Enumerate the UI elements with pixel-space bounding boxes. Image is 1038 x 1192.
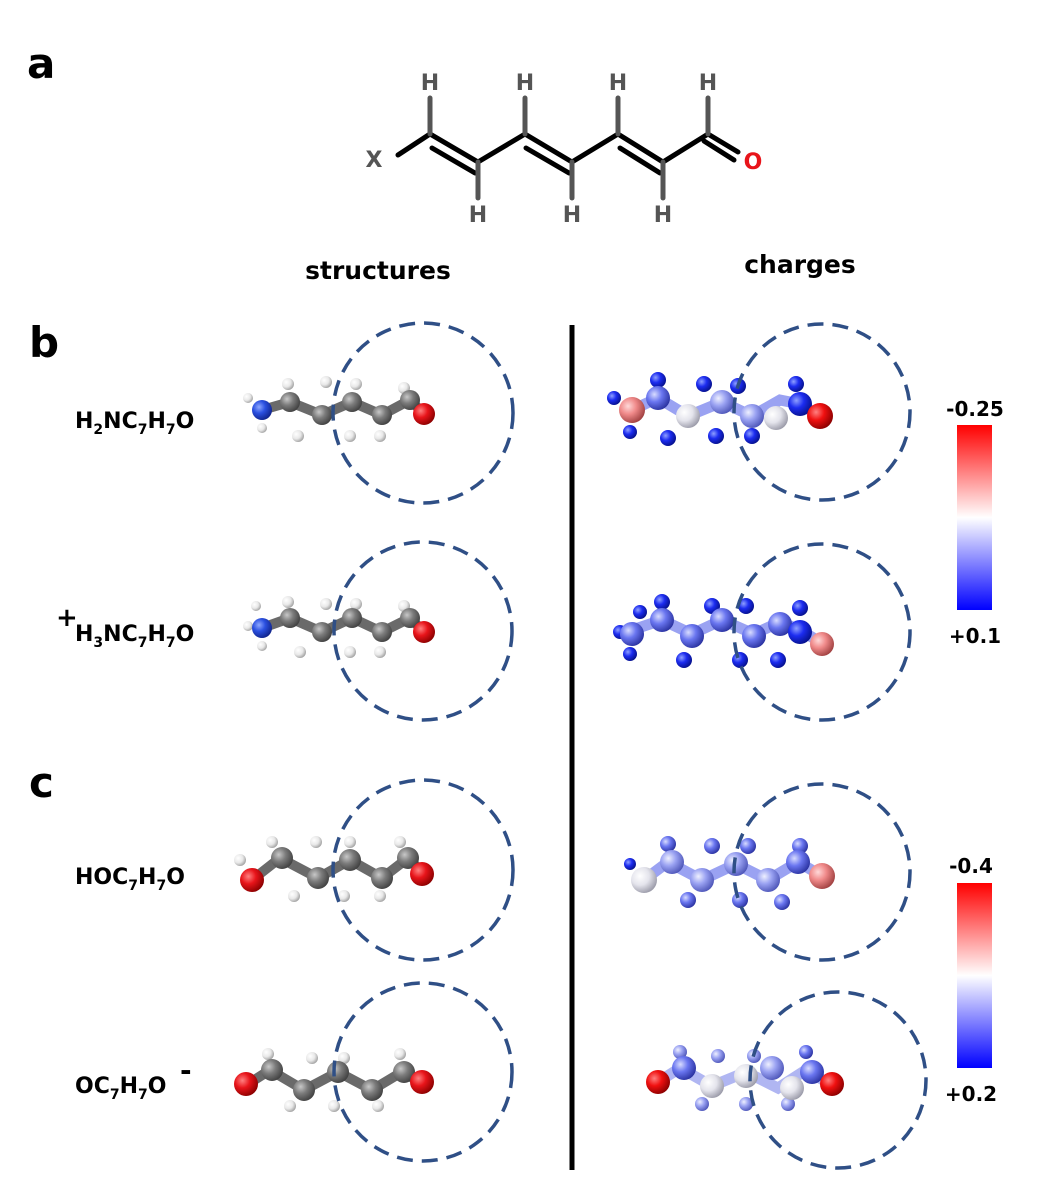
highlight-circle xyxy=(732,542,912,722)
molecule-charges-row3 xyxy=(624,836,835,910)
formula-text: O xyxy=(176,409,195,434)
formula-text: H xyxy=(147,409,165,434)
colorbar-b-top-label: -0.25 xyxy=(946,397,1004,421)
formula-text: H xyxy=(75,409,93,434)
formula-text: H xyxy=(147,622,165,647)
formula-subscript: 7 xyxy=(138,1087,148,1103)
formula-h2nc7h7o: H2NC7H7O xyxy=(75,409,194,438)
highlight-circle xyxy=(332,981,514,1163)
formula-hoc7h7o: HOC7H7O xyxy=(75,865,185,894)
highlight-circle xyxy=(332,540,514,722)
formula-subscript: 2 xyxy=(93,422,103,438)
hydrogen-label: H xyxy=(609,71,627,96)
formula-subscript: 7 xyxy=(138,635,148,651)
colorbar-b-bottom-label: +0.1 xyxy=(949,624,1001,648)
highlight-circle xyxy=(748,990,928,1170)
skeletal-structure: X H H H H H H H O xyxy=(366,71,763,228)
molecule-charges-row1 xyxy=(607,372,833,446)
hydrogen-label: H xyxy=(516,71,534,96)
molecule-structure-row4 xyxy=(234,1048,434,1112)
colorbar-c xyxy=(957,883,992,1068)
charges-header: charges xyxy=(744,250,856,279)
formula-text: OC xyxy=(75,1074,110,1099)
formula-subscript: 7 xyxy=(138,422,148,438)
formula-oc7h7o-anion: OC7H7O xyxy=(75,1074,166,1103)
formula-subscript: 7 xyxy=(110,1087,120,1103)
highlight-circle xyxy=(732,782,912,962)
highlight-circle xyxy=(331,321,515,505)
molecule-charges-row2 xyxy=(613,594,834,668)
formula-charge-minus: - xyxy=(180,1054,192,1087)
panel-label-c: c xyxy=(29,758,54,807)
formula-h3nc7h7o: H3NC7H7O xyxy=(75,622,194,651)
formula-text: NC xyxy=(103,409,138,434)
hydrogen-label: H xyxy=(699,71,717,96)
highlight-circle xyxy=(732,322,912,502)
formula-subscript: 7 xyxy=(166,635,176,651)
formula-subscript: 7 xyxy=(156,878,166,894)
oxygen-label: O xyxy=(744,150,763,175)
formula-text: HOC xyxy=(75,865,128,890)
formula-text: NC xyxy=(103,622,138,647)
hydrogen-label: H xyxy=(563,203,581,228)
formula-subscript: 3 xyxy=(93,635,103,651)
formula-subscript: 7 xyxy=(166,422,176,438)
formula-text: H xyxy=(138,865,156,890)
colorbar-c-bottom-label: +0.2 xyxy=(945,1082,997,1106)
colorbar-b xyxy=(957,425,992,610)
formula-charge-plus: + xyxy=(56,603,78,633)
hydrogen-label: H xyxy=(421,71,439,96)
highlight-circle xyxy=(331,778,515,962)
formula-subscript: 7 xyxy=(128,878,138,894)
molecule-structure-row2 xyxy=(243,596,435,658)
structures-header: structures xyxy=(305,256,451,285)
molecule-structure-row3 xyxy=(234,836,434,902)
formula-text: H xyxy=(75,622,93,647)
hydrogen-label: H xyxy=(469,203,487,228)
panel-label-b: b xyxy=(29,318,59,367)
molecule-structure-row1 xyxy=(243,376,435,442)
formula-text: O xyxy=(166,865,185,890)
hydrogen-label: H xyxy=(654,203,672,228)
substituent-x-label: X xyxy=(366,148,383,173)
colorbar-c-top-label: -0.4 xyxy=(949,854,993,878)
formula-text: H xyxy=(120,1074,138,1099)
formula-text: O xyxy=(148,1074,167,1099)
panel-label-a: a xyxy=(27,39,55,88)
formula-text: O xyxy=(176,622,195,647)
molecule-charges-row4 xyxy=(646,1045,844,1111)
